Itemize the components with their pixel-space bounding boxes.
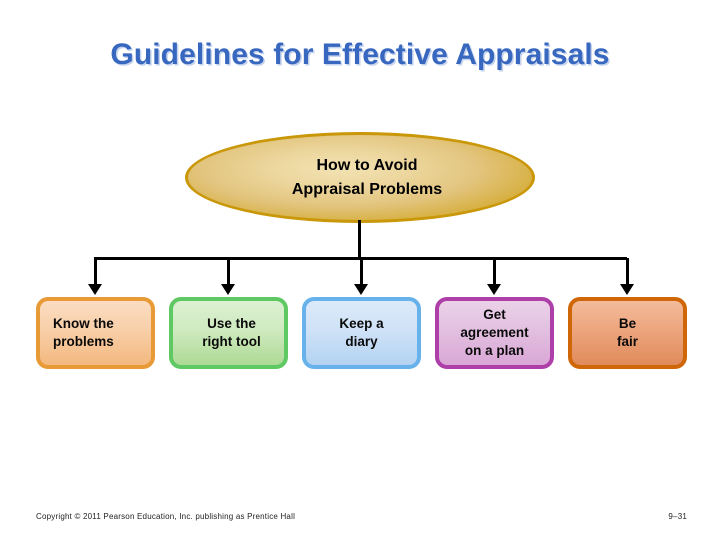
diagram-root-label: How to Avoid Appraisal Problems bbox=[278, 154, 442, 200]
arrowhead-icon-3 bbox=[354, 284, 368, 295]
node-0-line-2: problems bbox=[53, 334, 114, 349]
diagram-node-get-agreement-on-a-plan: Get agreement on a plan bbox=[435, 297, 554, 369]
node-2-line-1: Keep a bbox=[339, 315, 384, 331]
connector-drop-1 bbox=[94, 258, 97, 284]
node-4-line-2: fair bbox=[616, 334, 638, 349]
arrowhead-icon-2 bbox=[221, 284, 235, 295]
connector-drop-3 bbox=[360, 258, 363, 284]
connector-stem bbox=[358, 220, 361, 259]
connector-drop-5 bbox=[626, 258, 629, 284]
node-1-label: Use the right tool bbox=[173, 315, 284, 351]
arrowhead-icon-1 bbox=[88, 284, 102, 295]
diagram-node-keep-a-diary: Keep a diary bbox=[302, 297, 421, 369]
connector-drop-4 bbox=[493, 258, 496, 284]
connector-drop-2 bbox=[227, 258, 230, 284]
diagram-root-ellipse: How to Avoid Appraisal Problems bbox=[185, 132, 535, 223]
page-title: Guidelines for Effective Appraisals bbox=[110, 38, 610, 71]
root-line-1: How to Avoid bbox=[316, 157, 418, 175]
node-0-line-1: Know the bbox=[53, 315, 114, 331]
node-1-line-1: Use the bbox=[207, 315, 256, 331]
node-3-line-3: on a plan bbox=[464, 343, 525, 359]
node-2-label: Keep a diary bbox=[306, 315, 417, 351]
node-0-label: Know the problems bbox=[40, 315, 151, 351]
node-4-label: Be fair bbox=[572, 315, 683, 351]
arrowhead-icon-5 bbox=[620, 284, 634, 295]
diagram-node-know-the-problems: Know the problems bbox=[36, 297, 155, 369]
diagram-node-be-fair: Be fair bbox=[568, 297, 687, 369]
footer-copyright-text: Copyright © 2011 Pearson Education, Inc.… bbox=[36, 512, 296, 521]
node-3-label: Get agreement on a plan bbox=[439, 306, 550, 361]
footer-page-number: 9–31 bbox=[668, 512, 687, 521]
diagram-node-use-the-right-tool: Use the right tool bbox=[169, 297, 288, 369]
node-3-line-2: agreement bbox=[460, 324, 529, 340]
node-2-line-2: diary bbox=[345, 334, 378, 349]
node-3-line-1: Get bbox=[483, 306, 506, 322]
root-line-2: Appraisal Problems bbox=[291, 180, 443, 198]
arrowhead-icon-4 bbox=[487, 284, 501, 295]
node-1-line-2: right tool bbox=[202, 334, 261, 349]
node-4-line-1: Be bbox=[618, 315, 637, 331]
